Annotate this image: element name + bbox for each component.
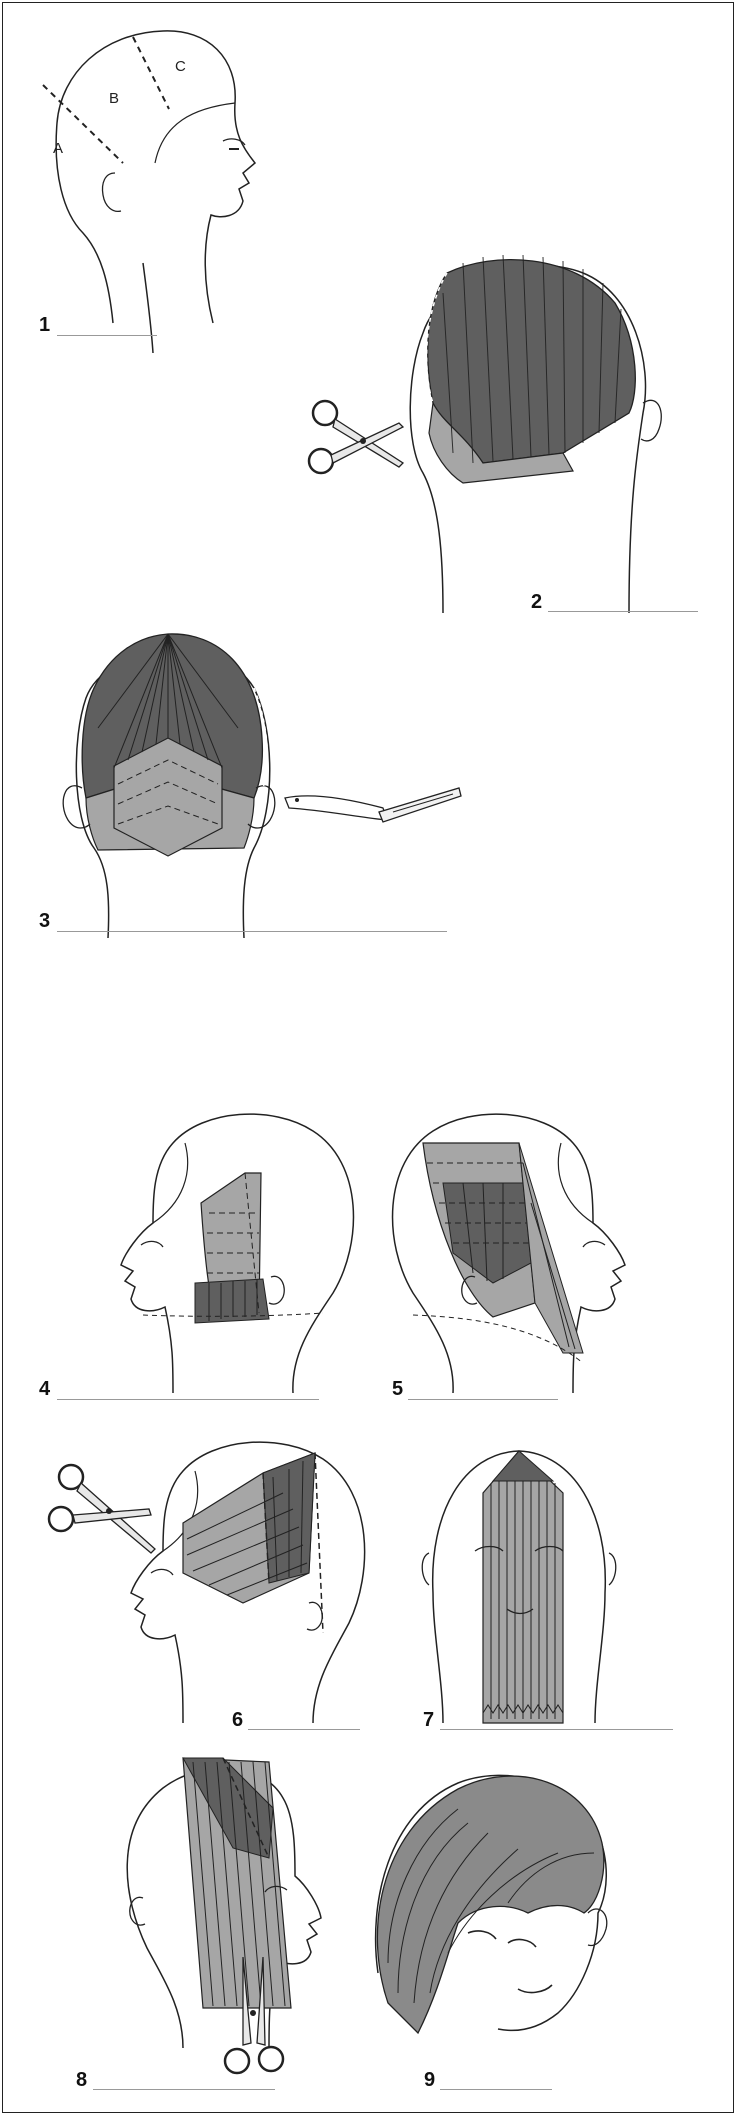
- step-6-caption-line: [248, 1729, 360, 1730]
- step-1-profile-head: A B C: [43, 23, 273, 343]
- step-2-scissors-icon: [303, 383, 413, 483]
- step-2-back-head: [403, 253, 703, 623]
- zone-label-b: B: [109, 90, 119, 107]
- step-9-caption-line: [440, 2089, 552, 2090]
- step-8-scissors-icon: [213, 1953, 293, 2083]
- step-9-finished-style: [358, 1753, 618, 2063]
- step-1-number: 1: [39, 315, 50, 335]
- step-5-number: 5: [392, 1379, 403, 1399]
- step-6-scissors-icon: [43, 1453, 163, 1563]
- step-1-caption-line: [57, 335, 157, 336]
- step-2-caption-line: [548, 611, 698, 612]
- step-2-number: 2: [531, 592, 542, 612]
- step-3-razor-icon: [283, 778, 463, 838]
- step-3-back-head: [58, 628, 288, 938]
- step-7-caption-line: [440, 1729, 673, 1730]
- step-5-profile-head: [383, 1103, 633, 1403]
- step-8-number: 8: [76, 2070, 87, 2090]
- step-4-profile-head: [113, 1103, 363, 1393]
- step-5-caption-line: [408, 1399, 558, 1400]
- step-7-front-head: [423, 1433, 613, 1723]
- zone-label-a: A: [53, 140, 63, 157]
- step-4-caption-line: [57, 1399, 319, 1400]
- step-3-caption-line: [57, 931, 447, 932]
- step-3-number: 3: [39, 911, 50, 931]
- step-4-number: 4: [39, 1379, 50, 1399]
- step-8-caption-line: [93, 2089, 275, 2090]
- step-7-number: 7: [423, 1710, 434, 1730]
- step-9-number: 9: [424, 2070, 435, 2090]
- step-6-number: 6: [232, 1710, 243, 1730]
- zone-label-c: C: [175, 58, 186, 75]
